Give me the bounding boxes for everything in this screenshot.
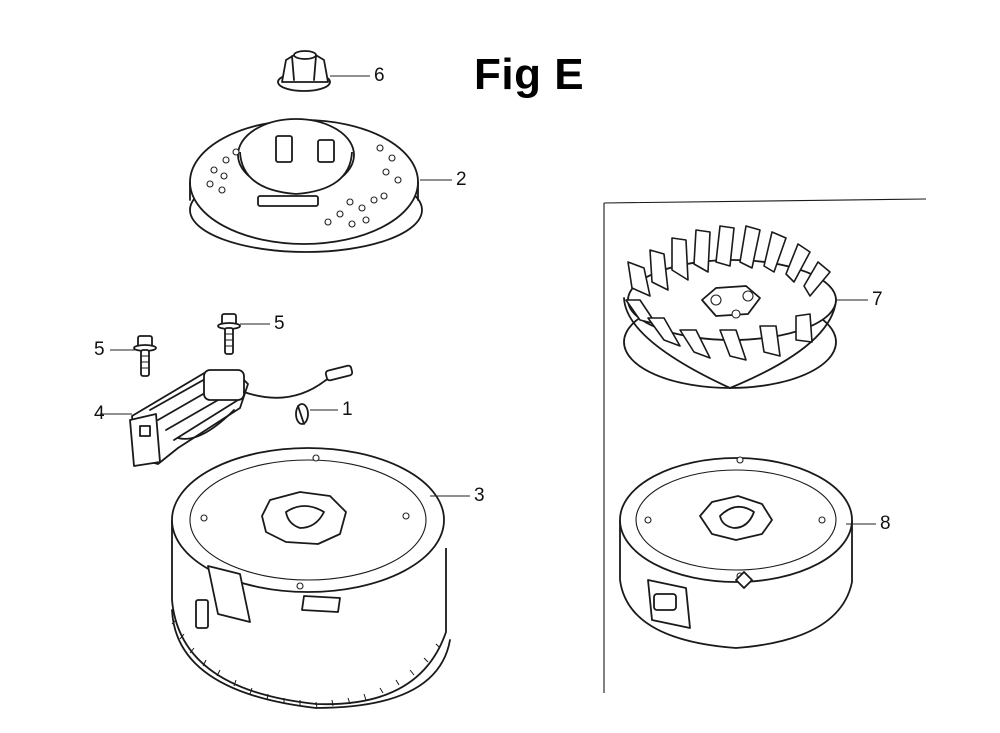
bolt-a-drawing <box>217 313 270 355</box>
nut-drawing <box>277 50 370 92</box>
callout-part-6: 6 <box>374 65 385 86</box>
callout-part-2: 2 <box>456 169 467 190</box>
key-drawing <box>295 403 338 425</box>
callout-part-1: 1 <box>342 399 353 420</box>
callout-part-7: 7 <box>872 289 883 310</box>
callout-part-3: 3 <box>474 485 485 506</box>
fan-plate-drawing <box>189 118 452 253</box>
figure-title: Fig E <box>474 50 585 99</box>
ignition-coil-drawing <box>100 364 354 467</box>
cooling-fan-drawing <box>623 225 868 389</box>
flywheel-drawing <box>171 447 470 709</box>
flywheel-alt-drawing <box>619 456 876 649</box>
inset-frame <box>603 198 927 693</box>
callout-part-4: 4 <box>94 403 105 424</box>
callout-part-8: 8 <box>880 513 891 534</box>
callout-part-5-b: 5 <box>94 339 105 360</box>
bolt-b-drawing <box>110 335 157 377</box>
callout-part-5-a: 5 <box>274 313 285 334</box>
